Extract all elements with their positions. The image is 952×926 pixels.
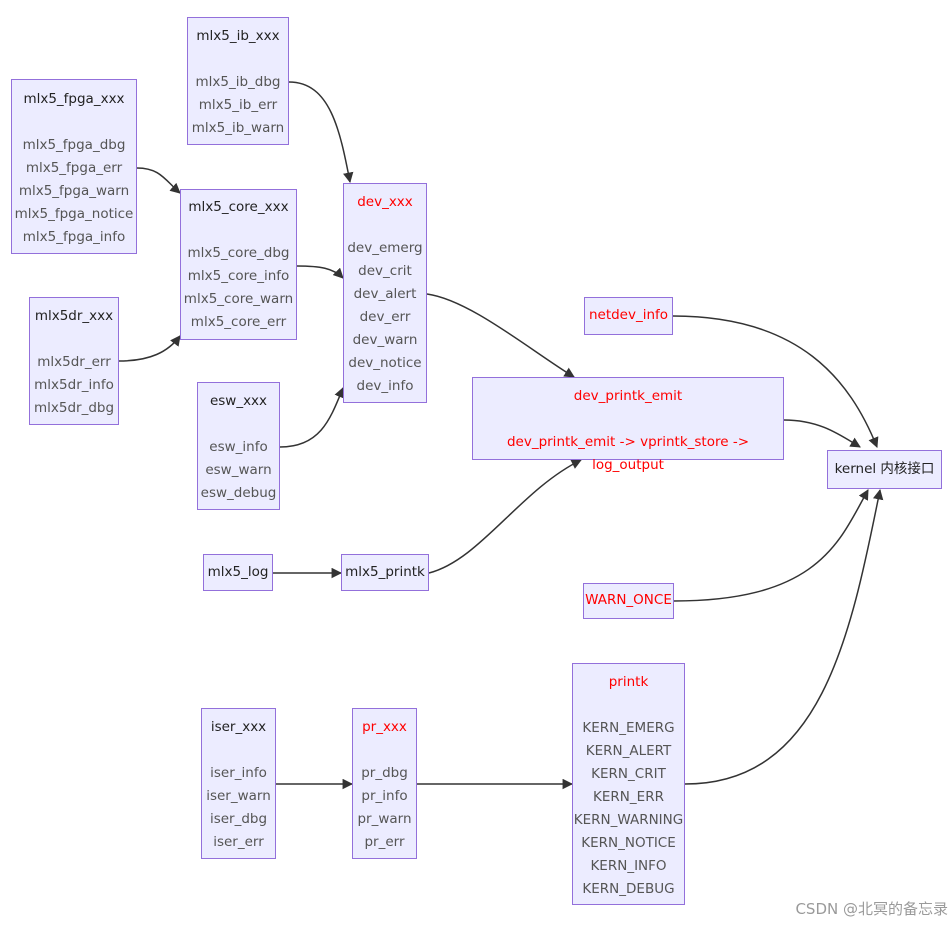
node-item: dev_notice — [348, 355, 422, 371]
node-item: dev_crit — [358, 263, 412, 279]
node-item: mlx5_fpga_warn — [18, 183, 130, 199]
edge-dev-printk-emit-to-kernel — [783, 419, 861, 448]
node-title: WARN_ONCE — [585, 592, 672, 609]
node-item: dev_emerg — [347, 240, 423, 256]
node-esw-xxx: esw_xxx esw_info esw_warn esw_debug — [197, 382, 280, 510]
node-item: KERN_CRIT — [591, 766, 666, 782]
node-title: mlx5_printk — [345, 563, 425, 580]
node-mlx5-fpga-xxx: mlx5_fpga_xxx mlx5_fpga_dbg mlx5_fpga_er… — [11, 79, 137, 254]
node-item: pr_warn — [357, 811, 412, 827]
edge-mlx5-printk-to-dev-printk-emit — [428, 459, 582, 574]
node-title: mlx5dr_xxx — [34, 308, 114, 324]
node-item: esw_debug — [200, 485, 277, 501]
edge-mlx5-core-to-dev — [296, 265, 344, 279]
node-netdev-info: netdev_info — [584, 297, 673, 335]
node-item: pr_dbg — [361, 765, 408, 781]
node-item: KERN_ALERT — [585, 743, 672, 759]
watermark: CSDN @北冥的备忘录 — [795, 900, 948, 918]
node-item: mlx5_core_info — [187, 268, 290, 284]
node-item: mlx5_fpga_info — [22, 229, 126, 245]
node-item: dev_err — [359, 309, 411, 325]
edge-mlx5-ib-to-dev — [288, 81, 354, 184]
node-iser-xxx: iser_xxx iser_info iser_warn iser_dbg is… — [201, 708, 276, 859]
node-item: mlx5_fpga_notice — [14, 206, 134, 222]
node-item: KERN_EMERG — [582, 720, 675, 736]
node-warn-once: WARN_ONCE — [583, 583, 674, 619]
node-item: KERN_WARNING — [573, 812, 684, 828]
node-pr-xxx: pr_xxx pr_dbg pr_info pr_warn pr_err — [352, 708, 417, 859]
node-dev-xxx: dev_xxx dev_emerg dev_crit dev_alert dev… — [343, 183, 427, 403]
node-item: mlx5_ib_dbg — [195, 74, 281, 90]
node-dev-printk-emit: dev_printk_emit dev_printk_emit -> vprin… — [472, 377, 784, 473]
node-title: kernel 内核接口 — [834, 460, 935, 477]
node-title: mlx5_fpga_xxx — [23, 91, 125, 107]
node-item: dev_info — [356, 378, 414, 394]
node-item: mlx5_fpga_err — [25, 160, 123, 176]
node-item: pr_err — [364, 834, 405, 850]
node-title: netdev_info — [588, 307, 669, 324]
node-item: mlx5_core_err — [190, 314, 287, 330]
node-title: mlx5_log — [207, 563, 269, 580]
node-item: dev_alert — [353, 286, 417, 302]
node-item: KERN_ERR — [593, 789, 664, 805]
node-item: mlx5_fpga_dbg — [22, 137, 126, 153]
edge-mlx5dr-to-mlx5-core — [118, 335, 181, 362]
node-item: mlx5_ib_err — [198, 97, 278, 113]
node-item: iser_err — [213, 834, 264, 850]
node-item: dev_warn — [352, 332, 418, 348]
node-mlx5-printk: mlx5_printk — [341, 554, 429, 591]
node-title: dev_printk_emit — [573, 388, 683, 404]
node-item: mlx5_core_dbg — [187, 245, 290, 261]
node-mlx5dr-xxx: mlx5dr_xxx mlx5dr_err mlx5dr_info mlx5dr… — [29, 297, 119, 425]
edge-printk-to-kernel — [684, 488, 884, 785]
node-title: mlx5_ib_xxx — [196, 28, 280, 44]
node-item: mlx5_ib_warn — [191, 120, 285, 136]
node-item: esw_info — [209, 439, 268, 455]
node-item: iser_warn — [206, 788, 271, 804]
node-title: esw_xxx — [209, 393, 268, 409]
node-item: mlx5dr_dbg — [33, 400, 115, 416]
node-title: dev_xxx — [357, 194, 413, 210]
node-item: iser_dbg — [209, 811, 268, 827]
node-item: mlx5dr_info — [34, 377, 114, 393]
node-item: KERN_INFO — [590, 858, 667, 874]
edge-esw-to-dev — [279, 387, 345, 448]
node-kernel-interface: kernel 内核接口 — [827, 450, 942, 489]
node-mlx5-ib-xxx: mlx5_ib_xxx mlx5_ib_dbg mlx5_ib_err mlx5… — [187, 17, 289, 145]
node-title: printk — [608, 674, 649, 690]
edge-warn-once-to-kernel — [673, 489, 869, 602]
node-title: pr_xxx — [362, 719, 407, 735]
node-item: mlx5_core_warn — [183, 291, 294, 307]
node-item: iser_info — [210, 765, 267, 781]
node-item: dev_printk_emit -> vprintk_store -> log_… — [506, 434, 750, 473]
edge-dev-to-dev-printk-emit — [426, 293, 575, 378]
node-title: iser_xxx — [210, 719, 267, 735]
node-mlx5-core-xxx: mlx5_core_xxx mlx5_core_dbg mlx5_core_in… — [180, 189, 297, 340]
node-item: KERN_DEBUG — [582, 881, 675, 897]
node-item: pr_info — [361, 788, 408, 804]
edge-netdev-info-to-kernel — [672, 315, 879, 448]
edge-mlx5-fpga-to-mlx5-core — [136, 167, 181, 194]
node-item: mlx5dr_err — [37, 354, 111, 370]
node-title: mlx5_core_xxx — [188, 199, 289, 215]
node-item: esw_warn — [205, 462, 272, 478]
node-item: KERN_NOTICE — [581, 835, 676, 851]
node-mlx5-log: mlx5_log — [203, 554, 273, 591]
node-printk: printk KERN_EMERG KERN_ALERT KERN_CRIT K… — [572, 663, 685, 905]
